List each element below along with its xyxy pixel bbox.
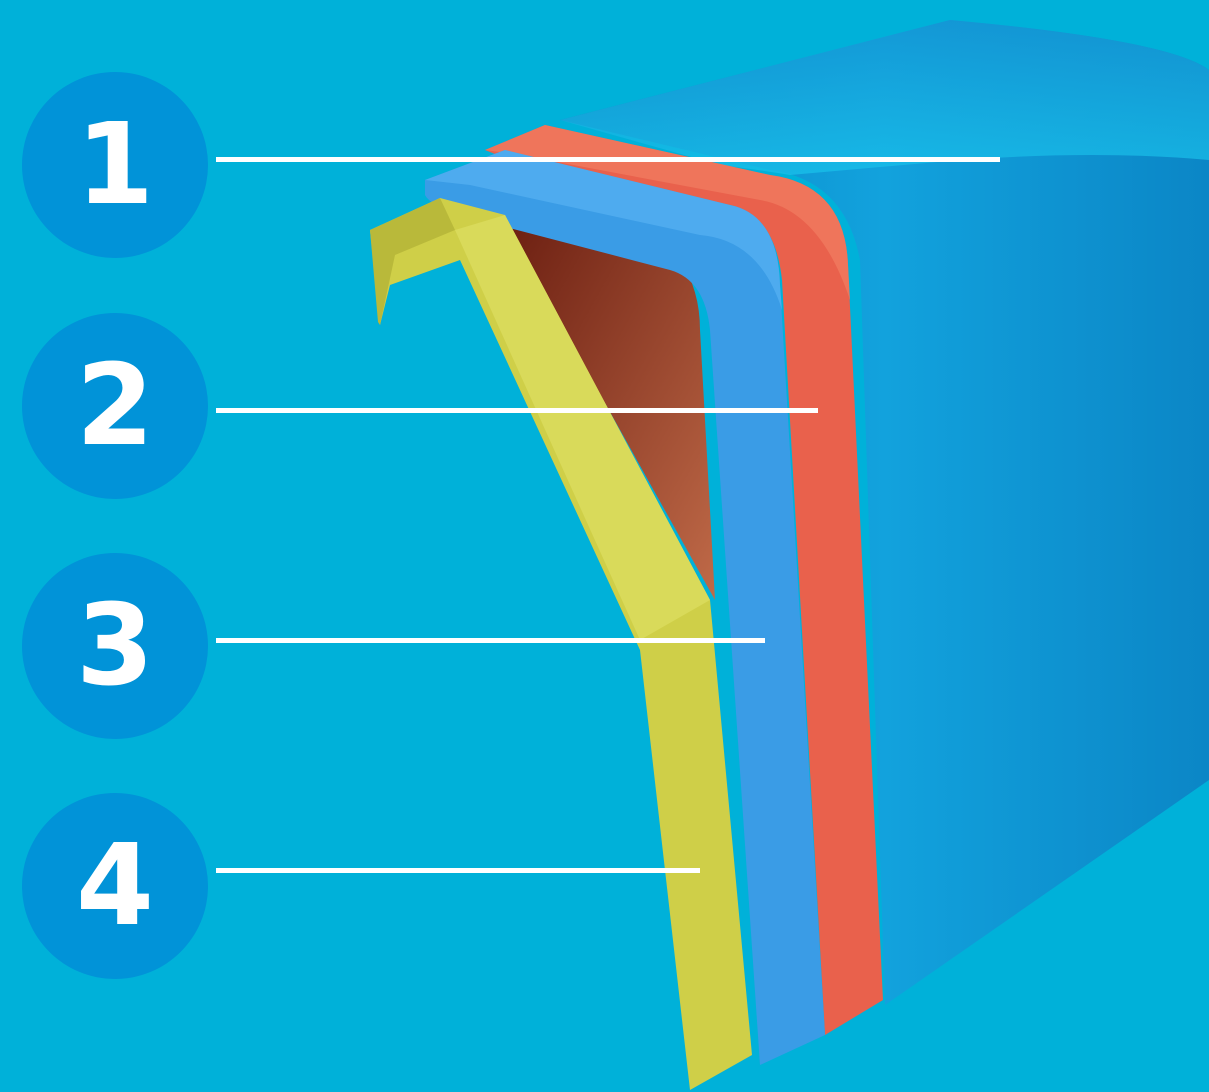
layer-4-leader-line	[216, 868, 700, 873]
layer-4-badge: 4	[22, 793, 208, 979]
layer-2-badge: 2	[22, 313, 208, 499]
layer-3-badge: 3	[22, 553, 208, 739]
layer-1-leader-line	[216, 157, 1000, 162]
layer-1-badge: 1	[22, 72, 208, 258]
layer-3-leader-line	[216, 638, 765, 643]
layer-2-leader-line	[216, 408, 818, 413]
